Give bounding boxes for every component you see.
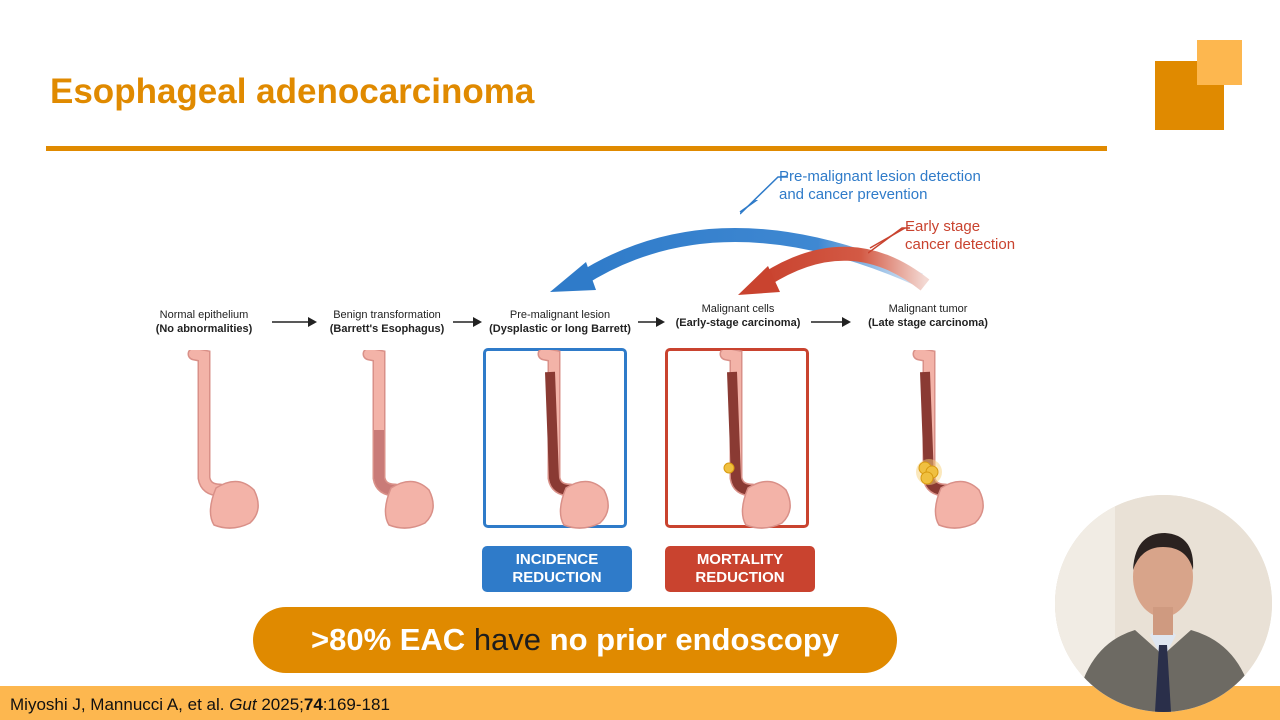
arrow-right-icon (453, 317, 482, 327)
slide-title: Esophageal adenocarcinoma (50, 72, 535, 111)
red-arrowhead (738, 266, 780, 295)
esophagus-dysplastic-illustration (537, 350, 609, 529)
title-underline (46, 146, 1107, 151)
incidence-badge-line2: REDUCTION (512, 569, 602, 586)
esophagus-normal-illustration (187, 350, 259, 529)
red-leader-line (868, 227, 910, 254)
red-curved-arrow-body (761, 246, 930, 291)
citation-year: 2025; (256, 695, 304, 714)
incidence-badge-line1: INCIDENCE (515, 551, 599, 568)
red-callout-text: Early stage cancer detection (905, 218, 1015, 254)
red-callout-line1: Early stage (905, 218, 981, 235)
citation-volume: 74 (303, 695, 323, 714)
citation: Miyoshi J, Mannucci A, et al. Gut 2025;7… (10, 695, 390, 715)
esophagus-early-carcinoma-illustration (719, 350, 791, 529)
esophagus-barrett-illustration (362, 350, 434, 529)
banner-text-part3: no prior endoscopy (541, 622, 840, 657)
stage-normal-title: Normal epithelium (159, 309, 249, 321)
stage-benign-title: Benign transformation (333, 309, 441, 321)
blue-callout-line2: and cancer prevention (779, 186, 928, 203)
stage-malignant-tumor-subtitle: (Late stage carcinoma) (868, 317, 988, 329)
stage-label-malignant-tumor: Malignant tumor (Late stage carcinoma) (828, 302, 1028, 330)
stage-premalignant-title: Pre-malignant lesion (509, 309, 611, 321)
incidence-reduction-badge: INCIDENCE REDUCTION (482, 546, 632, 592)
decorative-square-small (1197, 40, 1242, 85)
banner-text-part2: have (473, 622, 542, 657)
citation-pages: :169-181 (322, 695, 390, 714)
presenter-avatar (1055, 495, 1272, 712)
stage-premalignant-subtitle: (Dysplastic or long Barrett) (489, 323, 631, 335)
banner-text-part1: >80% EAC (310, 622, 474, 657)
arrow-right-icon (272, 317, 317, 327)
curved-arrows-graphic (550, 200, 930, 295)
malignant-cells-highlight-box (665, 348, 809, 528)
blue-callout-text: Pre-malignant lesion detection and cance… (779, 168, 981, 204)
key-statistic-banner: >80% EAC have no prior endoscopy (253, 607, 897, 673)
stage-benign-subtitle: (Barrett's Esophagus) (329, 323, 445, 335)
stage-label-benign: Benign transformation (Barrett's Esophag… (287, 308, 487, 336)
stage-label-normal: Normal epithelium (No abnormalities) (104, 308, 304, 336)
blue-leader-line (740, 176, 788, 215)
citation-journal: Gut (229, 695, 257, 714)
arrow-right-icon (638, 317, 665, 327)
esophagus-late-tumor-illustration (912, 350, 984, 529)
citation-authors: Miyoshi J, Mannucci A, et al. (10, 695, 230, 714)
stage-label-malignant-cells: Malignant cells (Early-stage carcinoma) (638, 302, 838, 330)
stage-malignant-cells-subtitle: (Early-stage carcinoma) (675, 317, 801, 329)
arrow-right-icon (811, 317, 851, 327)
stage-malignant-tumor-title: Malignant tumor (888, 303, 968, 315)
presenter-webcam (1055, 495, 1272, 712)
mortality-badge-line2: REDUCTION (695, 569, 785, 586)
mortality-reduction-badge: MORTALITY REDUCTION (665, 546, 815, 592)
mortality-badge-line1: MORTALITY (696, 551, 784, 568)
red-callout-line2: cancer detection (905, 236, 1016, 253)
blue-arrowhead (550, 262, 596, 292)
blue-callout-line1: Pre-malignant lesion detection (779, 168, 981, 185)
premalignant-highlight-box (483, 348, 627, 528)
stage-normal-subtitle: (No abnormalities) (155, 323, 253, 335)
stage-label-premalignant: Pre-malignant lesion (Dysplastic or long… (460, 308, 660, 336)
stage-malignant-cells-title: Malignant cells (701, 303, 775, 315)
footer-bar (0, 686, 1280, 720)
